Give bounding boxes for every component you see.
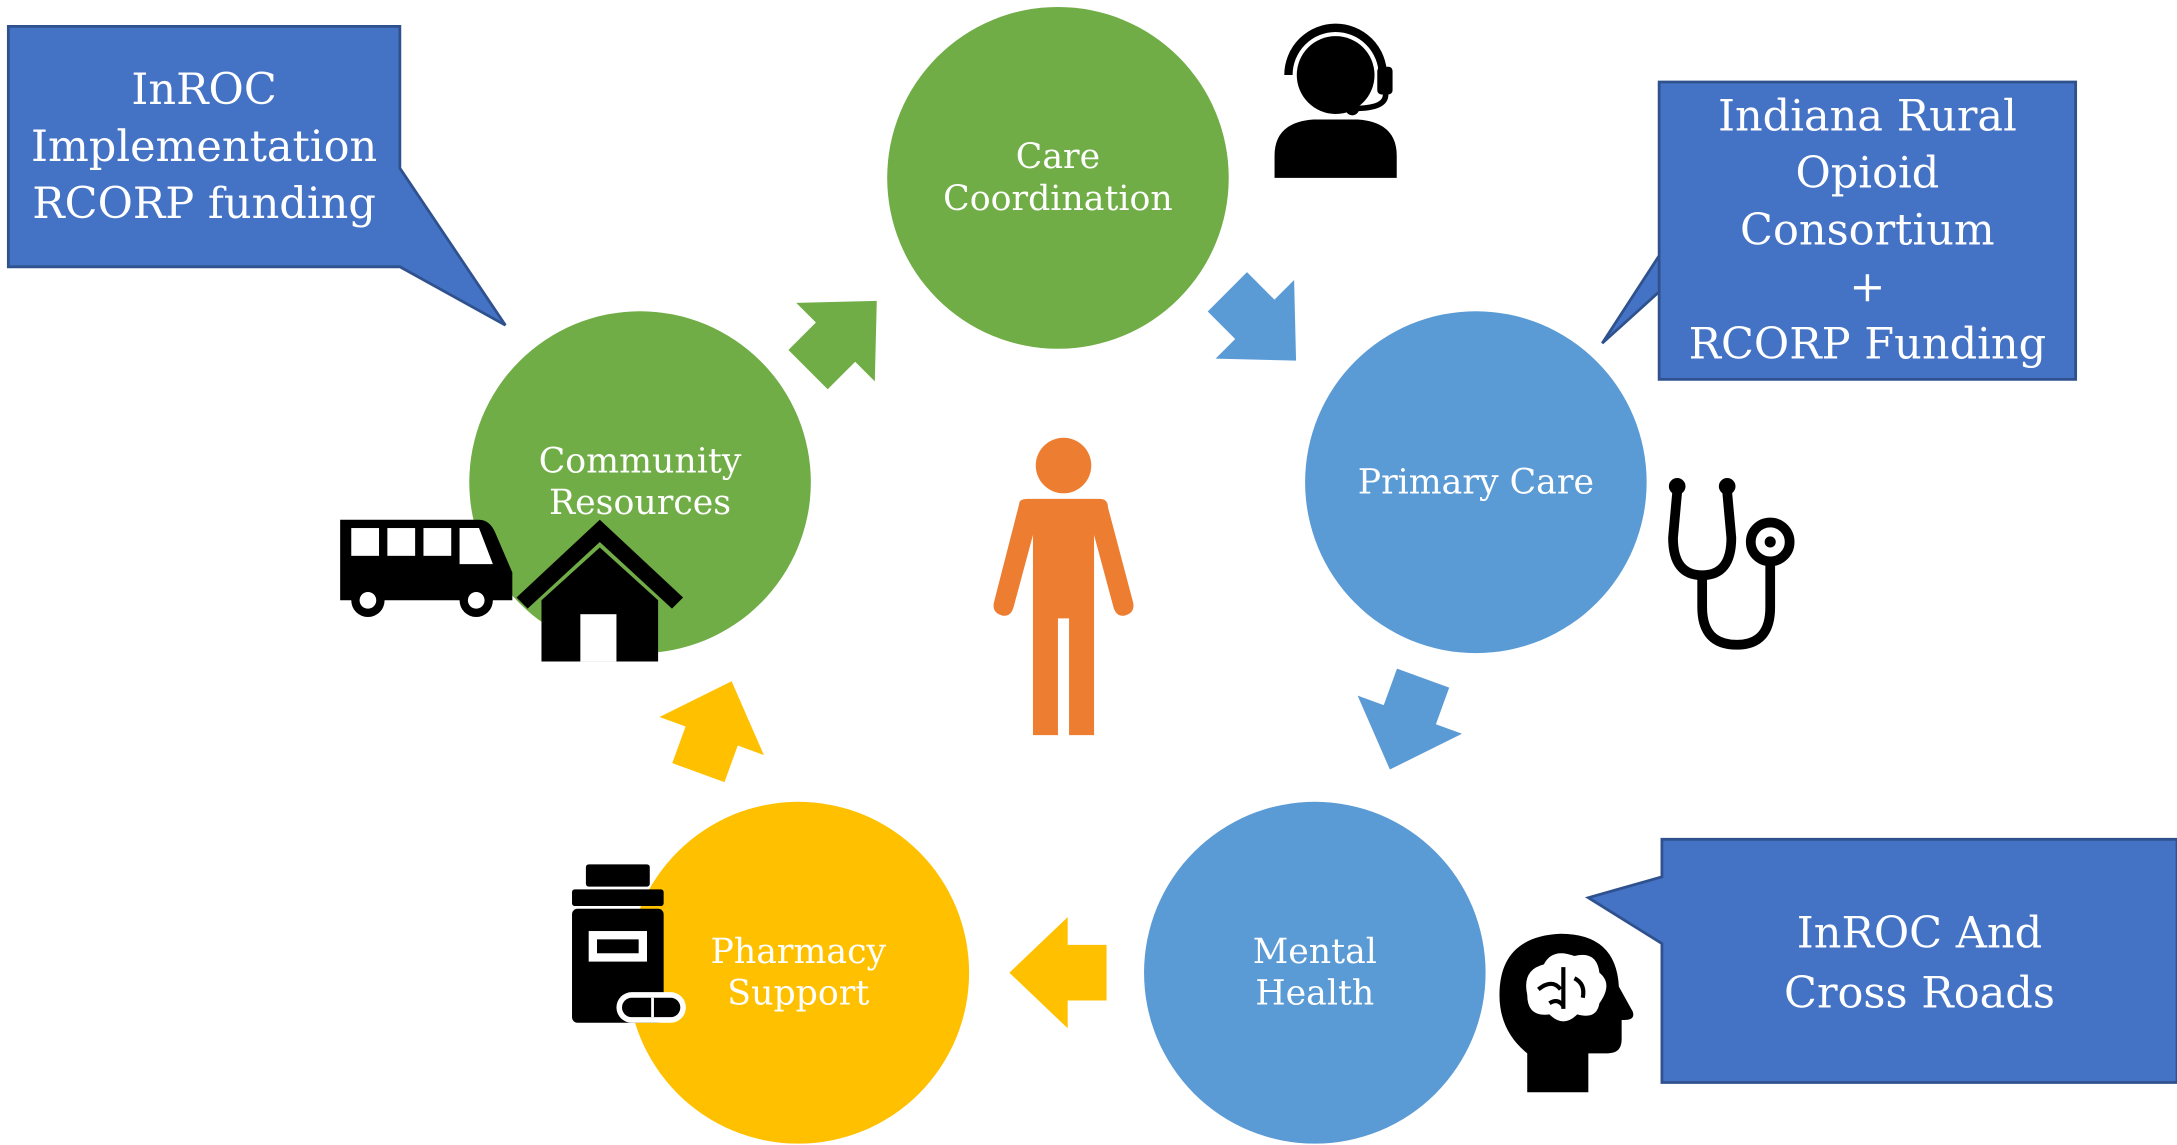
- bus-icon: [340, 519, 513, 617]
- callout-bottom-right-text: InROC And Cross Roads: [1662, 905, 2177, 1025]
- callout-line: Cross Roads: [1784, 968, 2055, 1019]
- callout-line: Opioid: [1795, 148, 1940, 199]
- person-icon: [993, 437, 1134, 736]
- headset-agent-icon: [1274, 23, 1397, 178]
- pill-bottle-icon: [572, 864, 686, 1023]
- node-label: Support: [727, 972, 870, 1014]
- callout-line: Implementation: [30, 122, 378, 173]
- callout-line: Indiana Rural: [1717, 91, 2017, 142]
- callout-line: InROC And: [1796, 908, 2043, 959]
- callout-line: Consortium: [1740, 205, 1995, 256]
- node-label: Resources: [548, 482, 732, 523]
- node-primary-care: Primary Care: [1305, 311, 1647, 654]
- node-label: Mental: [1252, 931, 1377, 972]
- brain-head-icon: [1499, 933, 1634, 1093]
- house-icon: [516, 519, 684, 662]
- node-label: Health: [1255, 972, 1375, 1014]
- node-care-coordination: Care Coordination: [887, 6, 1229, 349]
- callout-line: RCORP funding: [32, 179, 376, 230]
- stethoscope-icon: [1668, 478, 1795, 650]
- node-label: Primary Care: [1357, 461, 1595, 502]
- node-label: Community: [538, 440, 742, 481]
- callout-line: InROC: [131, 65, 277, 116]
- node-label: Coordination: [943, 177, 1173, 219]
- callout-top-left-text: InROC Implementation RCORP funding: [8, 63, 400, 234]
- node-label: Pharmacy: [710, 931, 887, 972]
- callout-line: +: [1849, 262, 1886, 313]
- callout-top-right-text: Indiana Rural Opioid Consortium + RCORP …: [1659, 89, 2076, 374]
- node-label: Care: [1015, 136, 1101, 177]
- callout-line: RCORP Funding: [1688, 319, 2047, 370]
- node-mental-health: Mental Health: [1144, 801, 1486, 1144]
- node-pharmacy-support: Pharmacy Support: [627, 801, 970, 1144]
